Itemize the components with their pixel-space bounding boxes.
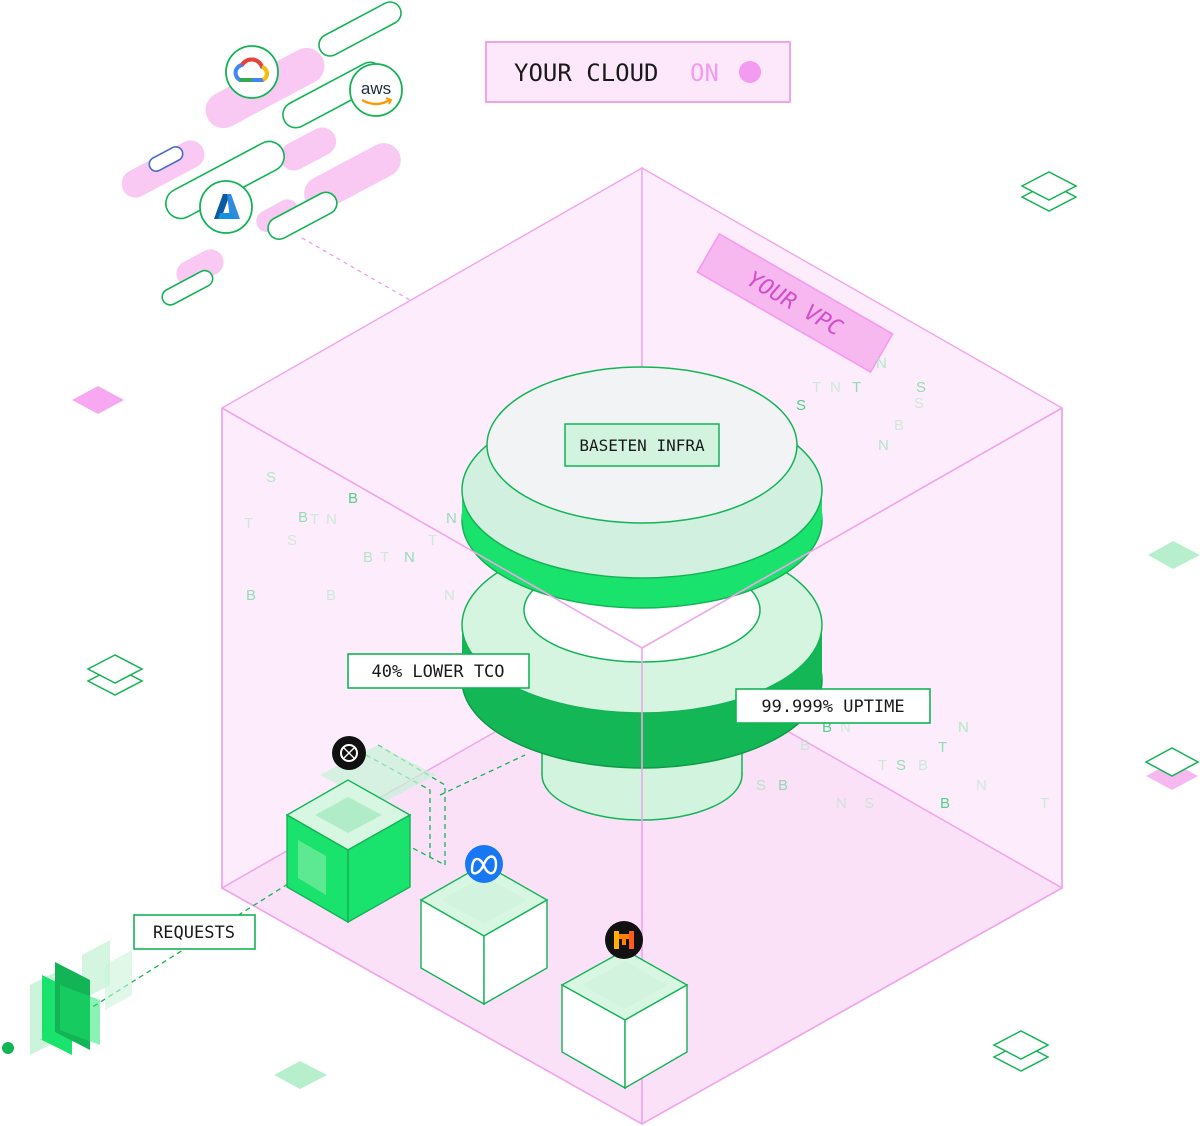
azure-icon[interactable] xyxy=(199,180,253,234)
scatter-letter: B xyxy=(822,719,832,736)
green-pill xyxy=(161,269,214,306)
scatter-letter: B xyxy=(348,490,358,507)
layers-icon xyxy=(1020,171,1078,212)
meta-model-cube[interactable] xyxy=(419,863,549,1006)
blue-pill xyxy=(148,146,184,172)
google-cloud-icon[interactable] xyxy=(225,45,279,99)
scatter-letter: N xyxy=(836,795,847,812)
scatter-letter: N xyxy=(830,379,841,396)
scatter-letter: N xyxy=(840,719,851,736)
scatter-letter: T xyxy=(878,757,887,774)
scatter-letter: S xyxy=(756,777,766,794)
pink-diamond xyxy=(72,386,124,414)
aws-label: aws xyxy=(361,79,391,98)
scatter-letter: S xyxy=(864,795,874,812)
scatter-letter: N xyxy=(976,777,987,794)
scatter-letter: T xyxy=(310,511,319,528)
toggle-on-label: ON xyxy=(690,59,719,87)
uptime-metric-label: 99.999% UPTIME xyxy=(761,697,904,717)
scatter-letter: S xyxy=(914,395,924,412)
tco-metric-badge: 40% LOWER TCO xyxy=(347,653,530,689)
pink-pill xyxy=(176,249,224,287)
your-cloud-badge: YOUR CLOUD ON xyxy=(485,41,791,103)
layers-icon xyxy=(992,1030,1050,1072)
mistral-model-cube[interactable] xyxy=(560,949,689,1090)
requests-badge: REQUESTS xyxy=(133,914,256,950)
scatter-letter: N xyxy=(404,549,415,566)
green-diamond xyxy=(1148,541,1200,569)
uptime-metric-badge: 99.999% UPTIME xyxy=(735,688,931,724)
openai-icon[interactable] xyxy=(332,736,366,770)
scatter-letter: S xyxy=(916,379,926,396)
scatter-letter: T xyxy=(812,379,821,396)
scatter-letter: S xyxy=(287,532,297,549)
layers-icon xyxy=(86,654,144,696)
meta-icon[interactable] xyxy=(465,845,503,883)
pink-pill xyxy=(279,127,337,171)
scatter-letter: B xyxy=(894,417,904,434)
scatter-letter: T xyxy=(380,549,389,566)
requests-layer-stack xyxy=(30,940,132,1055)
tco-metric-label: 40% LOWER TCO xyxy=(371,662,504,682)
scatter-letter: N xyxy=(444,587,455,604)
scatter-letter: T xyxy=(428,532,437,549)
scatter-letter: B xyxy=(940,795,950,812)
green-pill xyxy=(267,191,338,241)
layers-icon xyxy=(1144,747,1200,790)
scatter-letter: N xyxy=(876,355,887,372)
baseten-infra-stack: BASETEN INFRA xyxy=(461,366,823,821)
scatter-letter: B xyxy=(918,757,928,774)
scatter-letter: S xyxy=(896,757,906,774)
scatter-letter: B xyxy=(363,549,373,566)
scatter-letter: T xyxy=(852,379,861,396)
scatter-letter: N xyxy=(326,511,337,528)
scatter-letter: B xyxy=(778,777,788,794)
scatter-letter: N xyxy=(446,510,457,527)
scatter-letter: T xyxy=(244,515,253,532)
scatter-letter: S xyxy=(266,469,276,486)
green-pill xyxy=(318,1,402,57)
your-cloud-label: YOUR CLOUD xyxy=(514,59,659,87)
requests-origin-dot xyxy=(2,1042,14,1054)
green-diamond xyxy=(274,1061,327,1089)
scatter-letter: B xyxy=(298,509,308,526)
scatter-letter: S xyxy=(796,397,806,414)
toggle-indicator-dot[interactable] xyxy=(739,61,761,83)
scatter-letter: B xyxy=(800,737,810,754)
aws-icon[interactable]: aws xyxy=(349,63,403,117)
baseten-infra-badge xyxy=(564,423,720,467)
scatter-letter: T xyxy=(1040,795,1049,812)
mistral-icon[interactable] xyxy=(605,921,643,959)
cloud-provider-cluster: aws xyxy=(121,1,403,306)
scatter-letter: N xyxy=(878,437,889,454)
scatter-letter: B xyxy=(246,587,256,604)
scatter-letter: B xyxy=(326,587,336,604)
scatter-letter: T xyxy=(938,739,947,756)
scatter-letter: N xyxy=(958,719,969,736)
requests-label: REQUESTS xyxy=(153,923,235,943)
baseten-infra-label: BASETEN INFRA xyxy=(579,436,705,455)
